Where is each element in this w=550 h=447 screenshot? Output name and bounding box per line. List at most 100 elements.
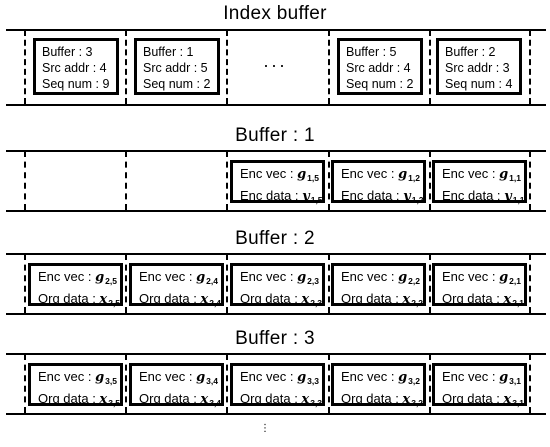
org-data-label: Org data : (240, 291, 302, 306)
enc-vec-label: Enc vec : (240, 166, 298, 181)
index-entry-buffer: Buffer : 1 (143, 45, 194, 59)
buffer3-top-rail (6, 353, 546, 355)
org-data-label: Org data : (139, 391, 201, 406)
buffer1-cell: Enc vec : g1,5 Enc data : y1,5 (230, 160, 325, 205)
index-separator (125, 30, 127, 104)
org-data-symbol: x (99, 392, 108, 407)
enc-vec-subscript: 2,2 (408, 276, 420, 286)
buffer1-separator (529, 151, 531, 210)
enc-vec-subscript: 1,5 (307, 173, 319, 183)
enc-vec-subscript: 3,3 (307, 376, 319, 386)
buffer3-separator (125, 354, 127, 413)
index-entry-src-addr: Src addr : 5 (143, 61, 208, 75)
org-data-subscript: 3,4 (209, 398, 222, 408)
buffer3-bottom-rail (6, 413, 546, 415)
enc-vec-subscript: 3,4 (206, 376, 218, 386)
enc-vec-subscript: 3,5 (105, 376, 117, 386)
org-data-symbol: x (200, 392, 209, 407)
enc-vec-label: Enc vec : (240, 269, 298, 284)
enc-data-label: Enc data : (341, 188, 404, 203)
enc-vec-symbol: g (398, 167, 408, 182)
index-entry: Buffer : 2 Src addr : 3 Seq num : 4 (436, 38, 522, 95)
org-data-label: Org data : (240, 391, 302, 406)
buffer3-cell: Enc vec : g3,1 Org data : x3,1 (432, 363, 527, 408)
enc-vec-symbol: g (398, 370, 408, 385)
index-entry: Buffer : 1 Src addr : 5 Seq num : 2 (134, 38, 220, 95)
org-data-label: Org data : (341, 391, 403, 406)
buffer1-top-rail (6, 150, 546, 152)
org-data-symbol: x (503, 392, 512, 407)
index-entry: Buffer : 3 Src addr : 4 Seq num : 9 (33, 38, 119, 95)
enc-vec-label: Enc vec : (442, 269, 500, 284)
enc-vec-subscript: 3,1 (509, 376, 521, 386)
enc-data-symbol: y (302, 189, 310, 204)
org-data-subscript: 2,3 (310, 298, 323, 308)
org-data-label: Org data : (38, 291, 100, 306)
enc-vec-label: Enc vec : (240, 369, 298, 384)
index-separator (429, 30, 431, 104)
org-data-subscript: 3,5 (108, 398, 121, 408)
index-entry-src-addr: Src addr : 3 (445, 61, 510, 75)
index-entry-src-addr: Src addr : 4 (42, 61, 107, 75)
index-entry-src-addr: Src addr : 4 (346, 61, 411, 75)
enc-data-label: Enc data : (442, 188, 505, 203)
org-data-symbol: x (301, 392, 310, 407)
buffer3-separator (24, 354, 26, 413)
buffer3-separator (529, 354, 531, 413)
org-data-label: Org data : (139, 291, 201, 306)
enc-vec-label: Enc vec : (38, 369, 96, 384)
org-data-subscript: 2,5 (108, 298, 121, 308)
index-buffer-bottom-rail (6, 104, 546, 106)
buffer2-separator (24, 254, 26, 313)
enc-vec-label: Enc vec : (139, 369, 197, 384)
org-data-label: Org data : (442, 391, 504, 406)
continuation-dots: ⋮ (260, 423, 270, 434)
enc-vec-symbol: g (297, 370, 307, 385)
enc-data-subscript: 1,1 (512, 195, 525, 205)
buffer1-separator (226, 151, 228, 210)
enc-vec-subscript: 2,1 (509, 276, 521, 286)
index-entry-seq-num: Seq num : 2 (346, 77, 414, 91)
enc-vec-symbol: g (297, 167, 307, 182)
buffer1-cell: Enc vec : g1,1 Enc data : y1,1 (432, 160, 527, 205)
enc-vec-label: Enc vec : (442, 369, 500, 384)
org-data-subscript: 3,1 (512, 398, 525, 408)
buffer1-title: Buffer : 1 (235, 125, 315, 146)
index-entry-buffer: Buffer : 3 (42, 45, 93, 59)
index-entry-seq-num: Seq num : 9 (42, 77, 110, 91)
enc-vec-subscript: 2,5 (105, 276, 117, 286)
buffer2-separator (529, 254, 531, 313)
index-separator (328, 30, 330, 104)
buffer3-separator (328, 354, 330, 413)
buffer3-cell: Enc vec : g3,2 Org data : x3,2 (331, 363, 426, 408)
buffer2-separator (328, 254, 330, 313)
org-data-symbol: x (402, 392, 411, 407)
enc-vec-symbol: g (196, 370, 206, 385)
buffer1-separator (125, 151, 127, 210)
enc-vec-label: Enc vec : (38, 269, 96, 284)
enc-vec-symbol: g (196, 270, 206, 285)
buffer2-cell: Enc vec : g2,5 Org data : x2,5 (28, 263, 123, 308)
enc-vec-subscript: 1,1 (509, 173, 521, 183)
index-entry-seq-num: Seq num : 2 (143, 77, 211, 91)
buffer3-separator (429, 354, 431, 413)
enc-vec-symbol: g (95, 270, 105, 285)
index-entry-buffer: Buffer : 2 (445, 45, 496, 59)
enc-vec-symbol: g (499, 270, 509, 285)
buffer2-bottom-rail (6, 313, 546, 315)
index-buffer-title: Index buffer (223, 3, 327, 24)
enc-vec-symbol: g (297, 270, 307, 285)
index-entry-seq-num: Seq num : 4 (445, 77, 513, 91)
buffer2-top-rail (6, 253, 546, 255)
org-data-symbol: x (99, 292, 108, 307)
index-separator (226, 30, 228, 104)
org-data-subscript: 3,3 (310, 398, 323, 408)
buffer3-cell: Enc vec : g3,5 Org data : x3,5 (28, 363, 123, 408)
index-entry-buffer: Buffer : 5 (346, 45, 397, 59)
org-data-label: Org data : (442, 291, 504, 306)
enc-data-label: Enc data : (240, 188, 303, 203)
buffer1-separator (328, 151, 330, 210)
enc-vec-symbol: g (499, 370, 509, 385)
org-data-label: Org data : (38, 391, 100, 406)
buffer3-cell: Enc vec : g3,4 Org data : x3,4 (129, 363, 224, 408)
